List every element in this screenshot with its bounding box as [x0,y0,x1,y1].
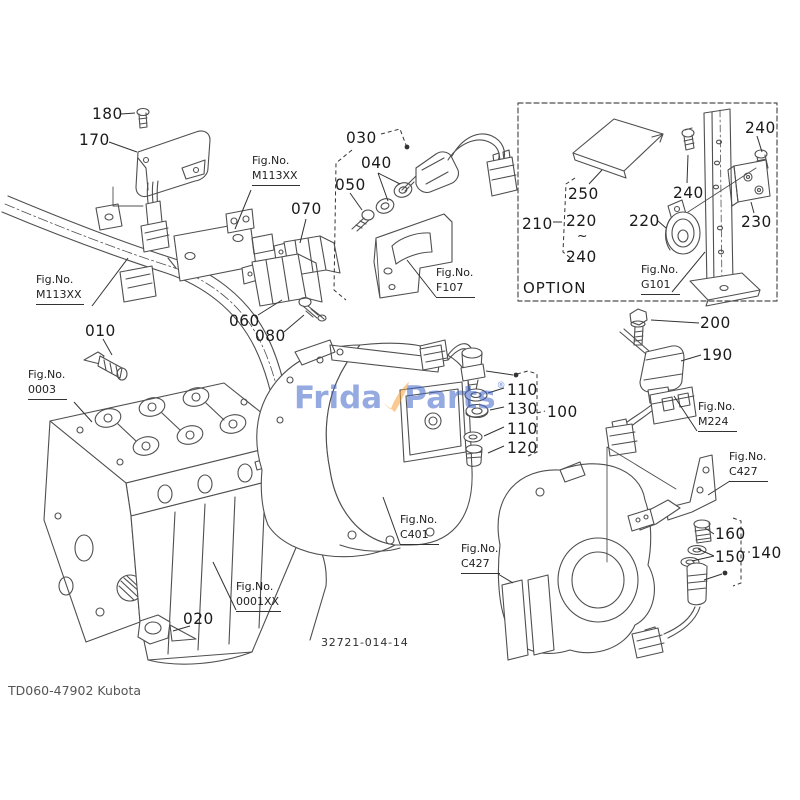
drawing-number: 32721-014-14 [321,636,409,649]
part-label-180: 180 [92,104,123,123]
fig-ref-m113xx-left: Fig.No. M113XX [36,273,84,305]
part-label-220-range: 220 [566,211,597,230]
fig-ref-code: G101 [641,277,671,291]
part-label-010: 010 [85,321,116,340]
fig-ref-code: M113XX [252,168,298,182]
part-label-range-tilde: ~ [577,229,588,244]
part-label-070: 070 [291,199,322,218]
watermark-check-icon [379,381,410,413]
fig-ref-prefix: Fig.No. [252,154,290,167]
part-label-170: 170 [79,130,110,149]
part-label-250: 250 [568,184,599,203]
part-label-110-a: 110 [507,380,538,399]
part-label-240-top: 240 [745,118,776,137]
fig-ref-m224: Fig.No. M224 [698,400,738,432]
fig-ref-code: 0001XX [236,594,280,608]
watermark-text-left: Frida [294,380,383,416]
fig-ref-code: M224 [698,414,729,428]
part-label-240-range: 240 [566,247,597,266]
fig-ref-prefix: Fig.No. [400,513,438,526]
fig-ref-f107: Fig.No. F107 [436,266,476,298]
part-label-150: 150 [715,547,746,566]
fig-ref-m113xx-top: Fig.No. M113XX [252,154,300,186]
fig-ref-code: 0003 [28,382,56,396]
part-label-210: 210 [522,214,553,233]
part-label-040: 040 [361,153,392,172]
fig-ref-code: M113XX [36,287,82,301]
fig-ref-prefix: Fig.No. [36,273,74,286]
fig-ref-prefix: Fig.No. [436,266,474,279]
fig-ref-c401: Fig.No. C401 [400,513,440,545]
part-label-220-horn: 220 [629,211,660,230]
fig-ref-prefix: Fig.No. [729,450,767,463]
watermark-text-right: Parts [404,380,496,416]
part-label-230: 230 [741,212,772,231]
fig-ref-prefix: Fig.No. [28,368,66,381]
part-label-110-b: 110 [507,419,538,438]
fig-ref-code: F107 [436,280,464,294]
part-label-050: 050 [335,175,366,194]
part-label-240-mid: 240 [673,183,704,202]
fig-ref-code: C427 [461,556,490,570]
part-label-020: 020 [183,609,214,628]
part-label-030: 030 [346,128,377,147]
part-label-200: 200 [700,313,731,332]
fig-ref-0001xx: Fig.No. 0001XX [236,580,282,612]
part-label-140: 140 [751,543,782,562]
fig-ref-code: C427 [729,464,758,478]
option-box-label: OPTION [523,279,587,297]
part-label-080: 080 [255,326,286,345]
fig-ref-prefix: Fig.No. [698,400,736,413]
watermark: Frida Parts ® [294,380,506,416]
fig-ref-c427-left: Fig.No. C427 [461,542,501,574]
fig-ref-prefix: Fig.No. [461,542,499,555]
fig-ref-g101: Fig.No. G101 [641,263,681,295]
fig-ref-c427-right: Fig.No. C427 [729,450,769,482]
document-code: TD060-47902 Kubota [8,683,142,698]
part-label-160: 160 [715,524,746,543]
part-label-100: 100 [547,402,578,421]
fig-ref-code: C401 [400,527,429,541]
watermark-registered-mark: ® [496,381,506,391]
part-label-120: 120 [507,438,538,457]
part-label-060: 060 [229,311,260,330]
part-label-130: 130 [507,399,538,418]
fig-ref-prefix: Fig.No. [236,580,274,593]
fig-ref-prefix: Fig.No. [641,263,679,276]
part-label-190: 190 [702,345,733,364]
fig-ref-0003: Fig.No. 0003 [28,368,68,400]
